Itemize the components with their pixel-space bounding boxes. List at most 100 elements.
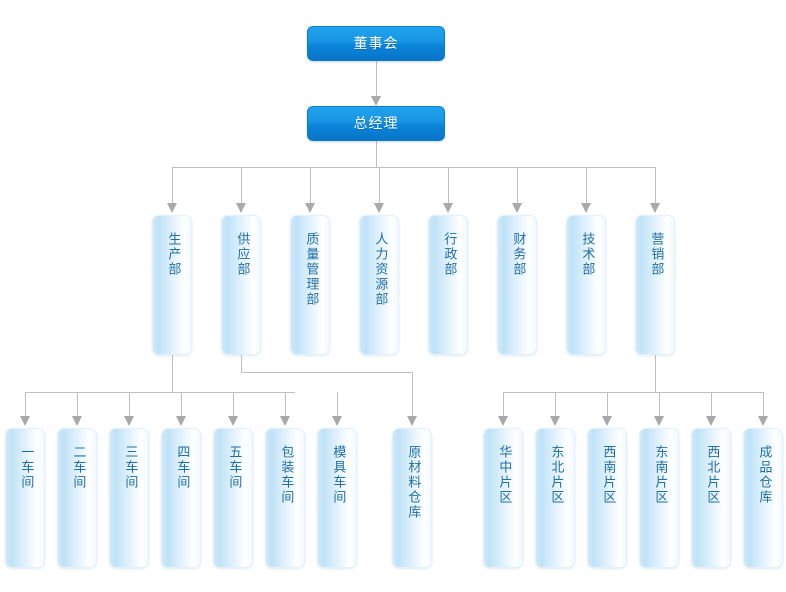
connector-supply-to-warehouse xyxy=(412,372,413,418)
node-region-southeast[interactable]: 东南片区 xyxy=(639,428,679,568)
connector-drop-dept-3 xyxy=(310,167,311,205)
node-general-manager[interactable]: 总经理 xyxy=(307,106,445,141)
node-board-label: 董事会 xyxy=(353,35,399,52)
node-department-administration[interactable]: 行政部 xyxy=(428,215,468,355)
connector-workshop-bus xyxy=(25,392,295,393)
connector-drop-region-3 xyxy=(607,392,608,418)
node-workshop-4-label: 四车间 xyxy=(174,445,190,490)
node-region-central-china-label: 华中片区 xyxy=(496,445,512,505)
arrow-raw-material-warehouse xyxy=(406,416,417,426)
arrow-workshop-3 xyxy=(123,416,134,426)
connector-drop-dept-4 xyxy=(379,167,380,205)
connector-drop-region-5 xyxy=(711,392,712,418)
node-department-administration-label: 行政部 xyxy=(441,232,457,277)
arrow-region-1 xyxy=(497,416,508,426)
arrow-workshop-7 xyxy=(331,416,342,426)
node-workshop-4[interactable]: 四车间 xyxy=(161,428,201,568)
node-workshop-mold[interactable]: 模具车间 xyxy=(317,428,357,568)
node-department-hr[interactable]: 人力资源部 xyxy=(359,215,399,355)
node-workshop-1[interactable]: 一车间 xyxy=(5,428,45,568)
connector-drop-dept-6 xyxy=(517,167,518,205)
node-region-northwest-label: 西北片区 xyxy=(704,445,720,505)
connector-board-to-gm xyxy=(376,60,377,98)
connector-drop-workshop-7 xyxy=(337,392,338,418)
arrow-dept-6 xyxy=(511,203,522,213)
arrow-region-6 xyxy=(757,416,768,426)
connector-drop-dept-7 xyxy=(586,167,587,205)
node-department-technology-label: 技术部 xyxy=(579,232,595,277)
connector-drop-region-4 xyxy=(659,392,660,418)
arrow-gm xyxy=(371,96,381,106)
arrow-dept-7 xyxy=(580,203,591,213)
node-department-production-label: 生产部 xyxy=(165,232,181,277)
arrow-workshop-4 xyxy=(175,416,186,426)
node-region-northeast-label: 东北片区 xyxy=(548,445,564,505)
node-raw-material-warehouse[interactable]: 原材料仓库 xyxy=(392,428,432,568)
node-workshop-mold-label: 模具车间 xyxy=(330,445,346,505)
connector-marketing-drop xyxy=(655,355,656,392)
node-region-northwest[interactable]: 西北片区 xyxy=(691,428,731,568)
connector-production-drop xyxy=(172,355,173,392)
node-department-finance-label: 财务部 xyxy=(510,232,526,277)
connector-drop-region-2 xyxy=(555,392,556,418)
node-department-marketing-label: 营销部 xyxy=(648,232,664,277)
connector-drop-region-1 xyxy=(503,392,504,418)
connector-drop-workshop-2 xyxy=(77,392,78,418)
connector-drop-region-6 xyxy=(763,392,764,418)
node-finished-goods-warehouse-label: 成品仓库 xyxy=(756,445,772,505)
node-region-central-china[interactable]: 华中片区 xyxy=(483,428,523,568)
arrow-dept-8 xyxy=(649,203,660,213)
node-department-supply[interactable]: 供应部 xyxy=(221,215,261,355)
arrow-dept-1 xyxy=(166,203,177,213)
connector-drop-workshop-4 xyxy=(181,392,182,418)
node-department-technology[interactable]: 技术部 xyxy=(566,215,606,355)
node-workshop-packaging-label: 包装车间 xyxy=(278,445,294,505)
node-workshop-3[interactable]: 三车间 xyxy=(109,428,149,568)
arrow-workshop-1 xyxy=(19,416,30,426)
arrow-workshop-5 xyxy=(227,416,238,426)
node-workshop-5-label: 五车间 xyxy=(226,445,242,490)
node-workshop-3-label: 三车间 xyxy=(122,445,138,490)
node-workshop-2-label: 二车间 xyxy=(70,445,86,490)
arrow-region-4 xyxy=(653,416,664,426)
connector-department-bus xyxy=(172,167,655,168)
node-workshop-5[interactable]: 五车间 xyxy=(213,428,253,568)
node-board[interactable]: 董事会 xyxy=(307,26,445,61)
arrow-region-3 xyxy=(601,416,612,426)
arrow-dept-5 xyxy=(442,203,453,213)
node-raw-material-warehouse-label: 原材料仓库 xyxy=(405,445,421,520)
connector-drop-dept-8 xyxy=(655,167,656,205)
node-region-southwest-label: 西南片区 xyxy=(600,445,616,505)
node-general-manager-label: 总经理 xyxy=(353,115,399,132)
arrow-dept-4 xyxy=(373,203,384,213)
connector-drop-workshop-1 xyxy=(25,392,26,418)
node-department-hr-label: 人力资源部 xyxy=(372,232,388,307)
node-department-production[interactable]: 生产部 xyxy=(152,215,192,355)
arrow-region-2 xyxy=(549,416,560,426)
arrow-region-5 xyxy=(705,416,716,426)
node-region-northeast[interactable]: 东北片区 xyxy=(535,428,575,568)
arrow-dept-2 xyxy=(235,203,246,213)
node-department-quality-label: 质量管理部 xyxy=(303,232,319,307)
node-department-marketing[interactable]: 营销部 xyxy=(635,215,675,355)
node-region-southwest[interactable]: 西南片区 xyxy=(587,428,627,568)
node-department-quality[interactable]: 质量管理部 xyxy=(290,215,330,355)
connector-drop-workshop-6 xyxy=(285,392,286,418)
connector-drop-workshop-3 xyxy=(129,392,130,418)
arrow-workshop-2 xyxy=(71,416,82,426)
node-workshop-packaging[interactable]: 包装车间 xyxy=(265,428,305,568)
connector-drop-dept-2 xyxy=(241,167,242,205)
connector-region-bus xyxy=(503,392,763,393)
node-department-supply-label: 供应部 xyxy=(234,232,250,277)
connector-supply-drop xyxy=(241,355,242,372)
node-region-southeast-label: 东南片区 xyxy=(652,445,668,505)
connector-supply-elbow xyxy=(241,372,412,373)
node-workshop-2[interactable]: 二车间 xyxy=(57,428,97,568)
node-department-finance[interactable]: 财务部 xyxy=(497,215,537,355)
arrow-dept-3 xyxy=(304,203,315,213)
arrow-workshop-6 xyxy=(279,416,290,426)
connector-gm-drop xyxy=(376,140,377,167)
connector-drop-dept-5 xyxy=(448,167,449,205)
node-finished-goods-warehouse[interactable]: 成品仓库 xyxy=(743,428,783,568)
